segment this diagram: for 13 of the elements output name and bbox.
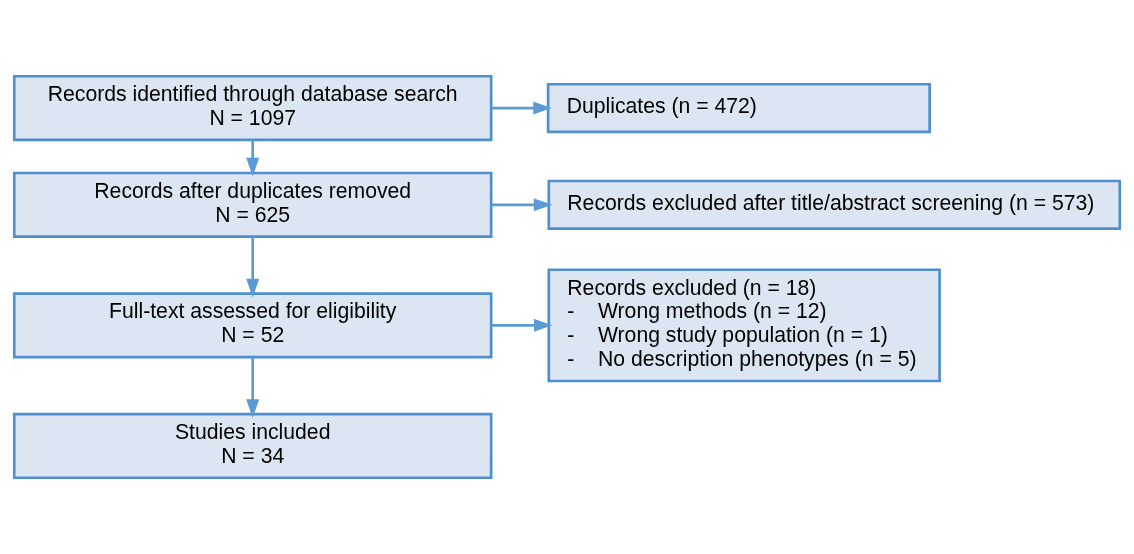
arrow	[491, 198, 553, 212]
node-box: Records excluded (n = 18) - Wrong methods (n = 12) - Wrong study population (n = 1) - No description phenotypes (n = 5)	[547, 268, 941, 383]
node-box: Records after duplicates removed N = 625	[12, 171, 493, 238]
node-box: Records excluded after title/abstract screening (n = 573)	[547, 179, 1122, 230]
arrow	[491, 318, 553, 332]
arrow	[491, 101, 552, 115]
arrow	[246, 357, 260, 418]
node-box: Duplicates (n = 472)	[546, 82, 931, 134]
arrow	[246, 237, 260, 298]
arrow	[246, 140, 260, 177]
node-box: Studies included N = 34	[12, 412, 493, 480]
node-box: Full-text assessed for eligibility N = 52	[12, 292, 493, 359]
node-box: Records identified through database search N = 1097	[12, 74, 493, 142]
